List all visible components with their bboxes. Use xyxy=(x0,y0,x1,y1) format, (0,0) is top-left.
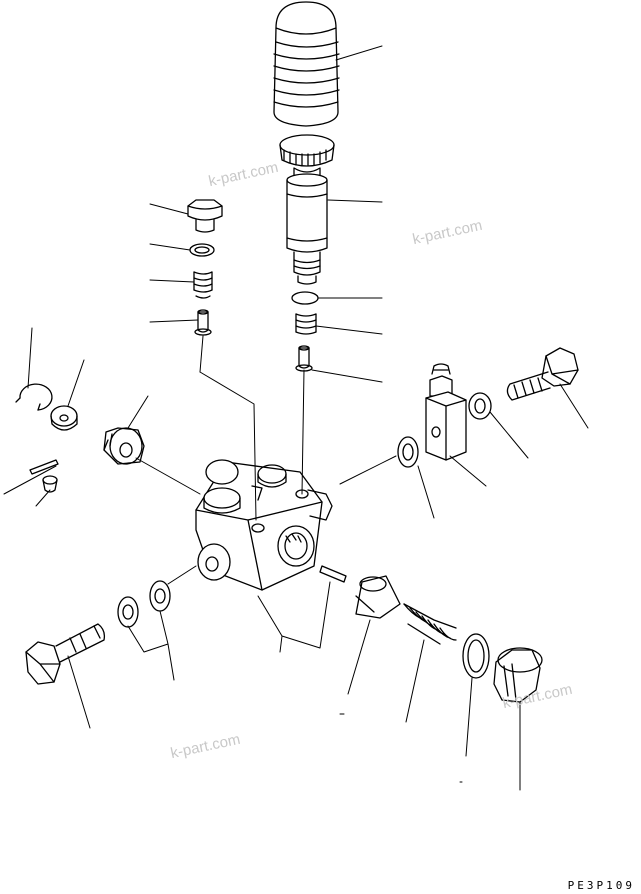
end-gasket xyxy=(398,437,418,467)
check-valve xyxy=(195,310,211,335)
plug-bolt xyxy=(188,200,222,232)
pump-spring xyxy=(296,314,316,334)
leader-lines xyxy=(4,46,588,790)
hollow-bolt xyxy=(507,348,578,400)
pump-body xyxy=(196,460,332,590)
check-spring xyxy=(194,272,212,298)
banjo-fitting xyxy=(104,428,144,464)
gasket xyxy=(190,244,214,256)
priming-knob xyxy=(280,135,334,179)
rubber-boot xyxy=(274,2,339,126)
roller-pin xyxy=(320,566,346,582)
gasket-ring xyxy=(469,393,491,419)
pin xyxy=(30,460,58,474)
hollow-bolt-2 xyxy=(26,624,104,684)
snap-ring xyxy=(16,384,52,410)
tappet xyxy=(356,576,400,618)
gasket-ring-2 xyxy=(463,634,489,678)
pump-valve xyxy=(296,346,312,371)
priming-pump-cylinder xyxy=(287,174,327,284)
o-ring xyxy=(292,292,318,304)
piston-spring xyxy=(404,604,456,644)
valve-seat xyxy=(43,476,57,492)
drawing-code: PE3P109 xyxy=(567,879,635,892)
end-plug xyxy=(494,648,542,702)
connector-block xyxy=(426,364,466,460)
washer xyxy=(51,406,77,430)
